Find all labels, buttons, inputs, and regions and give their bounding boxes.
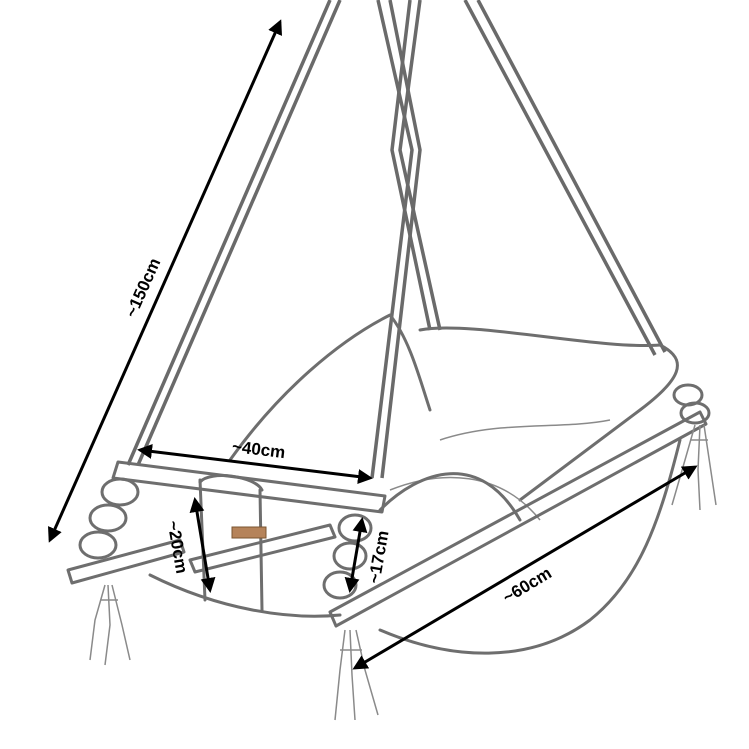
arrow-back-height: [189, 497, 216, 593]
label-side-height: ~17cm: [365, 529, 393, 585]
label-seat-depth: ~60cm: [499, 563, 555, 607]
seat-fabric: [148, 438, 682, 655]
label-back-height: ~20cm: [163, 519, 191, 575]
tassels: [89, 424, 717, 721]
label-seat-width: ~40cm: [231, 437, 286, 462]
brand-tag: [231, 526, 267, 539]
dimension-arrows: [48, 19, 698, 670]
arrow-seat-depth: [352, 465, 698, 670]
arrow-seat-width: [137, 444, 373, 484]
cushion: [228, 313, 679, 522]
label-rope-length: ~150cm: [122, 255, 165, 320]
ropes: [126, 0, 667, 479]
arrow-rope-length: [48, 19, 282, 543]
